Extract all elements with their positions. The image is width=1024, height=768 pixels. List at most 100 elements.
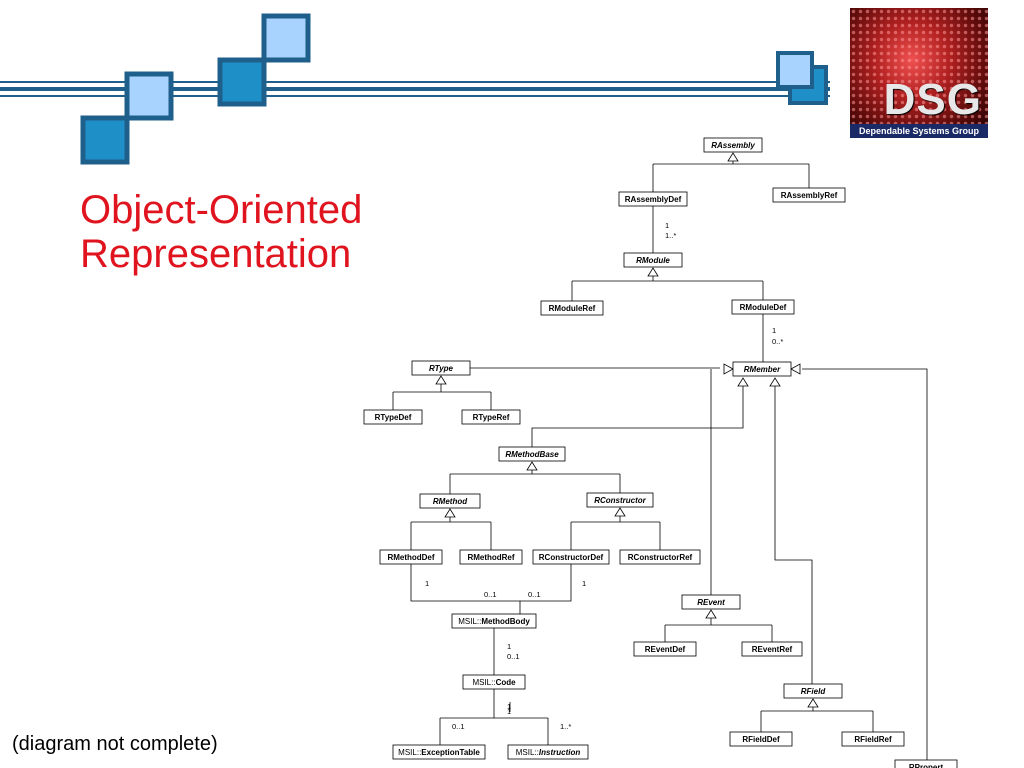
class-box bbox=[841, 731, 905, 747]
class-name: RField bbox=[801, 687, 827, 696]
class-name: ExceptionTable bbox=[421, 748, 480, 757]
class-box bbox=[681, 594, 741, 610]
class-name: RFieldDef bbox=[742, 735, 780, 744]
class-box bbox=[772, 187, 846, 203]
class-rconstructordef: RConstructorDef bbox=[532, 549, 610, 565]
class-label: RTypeDef bbox=[375, 413, 412, 422]
class-reventref: REventRef bbox=[741, 641, 803, 657]
class-box bbox=[392, 744, 486, 760]
dsg-logo: DSG Dependable Systems Group bbox=[850, 8, 988, 138]
class-name: RType bbox=[429, 364, 454, 373]
edge-line bbox=[531, 385, 744, 447]
class-rmethod: RMethod bbox=[419, 493, 481, 509]
multiplicity-mod_b: 0..* bbox=[772, 337, 783, 346]
class-revent: REvent bbox=[681, 594, 741, 610]
class-name: REventDef bbox=[645, 645, 686, 654]
class-rassembly: RAssembly bbox=[703, 137, 763, 153]
class-box bbox=[783, 683, 843, 699]
class-label: RConstructorDef bbox=[539, 553, 604, 562]
deco-square bbox=[217, 57, 267, 107]
class-label: RAssemblyRef bbox=[781, 191, 838, 200]
class-name: RMember bbox=[744, 365, 781, 374]
class-rproperty: RPropert bbox=[894, 759, 958, 768]
class-code: MSIL::Code bbox=[462, 674, 526, 690]
class-label: RPropert bbox=[909, 763, 944, 768]
class-rconstructorref: RConstructorRef bbox=[619, 549, 701, 565]
class-label: MSIL::Instruction bbox=[516, 748, 581, 757]
class-label: RMethod bbox=[433, 497, 468, 506]
class-box bbox=[379, 549, 443, 565]
class-label: RConstructor bbox=[594, 496, 646, 505]
logo-text: DSG bbox=[883, 75, 982, 124]
class-rtypedef: RTypeDef bbox=[363, 409, 423, 425]
logo-subtitle: Dependable Systems Group bbox=[850, 124, 988, 138]
class-name: RConstructor bbox=[594, 496, 646, 505]
class-rtyperef: RTypeRef bbox=[461, 409, 521, 425]
class-rassemblyref: RAssemblyRef bbox=[772, 187, 846, 203]
multiplicity-code_a: 1 bbox=[507, 702, 511, 711]
multiplicity-ins: 1..* bbox=[560, 722, 571, 731]
class-box bbox=[498, 446, 566, 462]
class-label: RConstructorRef bbox=[628, 553, 693, 562]
class-box bbox=[894, 759, 958, 768]
deco-square bbox=[776, 51, 814, 89]
generalization-arrow bbox=[705, 609, 717, 619]
slide-title: Object-Oriented Representation bbox=[80, 188, 362, 276]
class-name: RConstructorRef bbox=[628, 553, 693, 562]
slide-title-line-1: Object-Oriented bbox=[80, 188, 363, 232]
class-label: RFieldRef bbox=[854, 735, 892, 744]
class-rmethodbase: RMethodBase bbox=[498, 446, 566, 462]
class-box bbox=[703, 137, 763, 153]
decorative-header-graphic bbox=[0, 13, 830, 165]
class-rmoduleref: RModuleRef bbox=[540, 300, 604, 316]
generalization-arrow bbox=[727, 152, 739, 162]
class-label: RField bbox=[801, 687, 827, 696]
class-label: MSIL::Code bbox=[472, 678, 516, 687]
deco-square bbox=[80, 115, 130, 165]
class-rfielddef: RFieldDef bbox=[729, 731, 793, 747]
class-methodbody: MSIL::MethodBody bbox=[451, 613, 537, 629]
multiplicity-mb_b: 0..1 bbox=[507, 652, 520, 661]
class-name: RModuleRef bbox=[549, 304, 596, 313]
class-namespace: MSIL:: bbox=[458, 617, 481, 626]
class-box bbox=[619, 549, 701, 565]
class-label: RMethodBase bbox=[505, 450, 559, 459]
diagram-edges bbox=[392, 152, 928, 760]
class-label: RModule bbox=[636, 256, 670, 265]
edge-line bbox=[520, 564, 572, 602]
class-box bbox=[461, 409, 521, 425]
class-name: RModule bbox=[636, 256, 670, 265]
generalization-arrow bbox=[769, 377, 781, 387]
multiplicity-asm_a: 1 bbox=[665, 221, 669, 230]
class-label: MSIL::MethodBody bbox=[458, 617, 530, 626]
class-exceptiontable: MSIL::ExceptionTable bbox=[392, 744, 486, 760]
generalization-arrow bbox=[737, 377, 749, 387]
class-box bbox=[732, 361, 792, 377]
class-rconstructor: RConstructor bbox=[586, 492, 654, 508]
multiplicity-asm_b: 1..* bbox=[665, 231, 676, 240]
class-rmodule: RModule bbox=[623, 252, 683, 268]
class-label: RType bbox=[429, 364, 454, 373]
class-name: RAssemblyDef bbox=[625, 195, 682, 204]
multiplicity-md_a: 1 bbox=[425, 579, 429, 588]
class-label: REventDef bbox=[645, 645, 686, 654]
multiplicity-mb_a: 1 bbox=[507, 642, 511, 651]
generalization-arrow bbox=[614, 507, 626, 517]
deco-square bbox=[124, 71, 174, 121]
class-rmethoddef: RMethodDef bbox=[379, 549, 443, 565]
class-namespace: MSIL:: bbox=[472, 678, 495, 687]
generalization-arrow bbox=[790, 363, 801, 375]
class-name: Instruction bbox=[539, 748, 580, 757]
class-label: RMethodDef bbox=[387, 553, 434, 562]
generalization-arrow bbox=[444, 508, 456, 518]
class-rmoduledef: RModuleDef bbox=[731, 299, 795, 315]
class-label: RAssemblyDef bbox=[625, 195, 682, 204]
class-box bbox=[451, 613, 537, 629]
class-name: REventRef bbox=[752, 645, 793, 654]
class-label: MSIL::ExceptionTable bbox=[398, 748, 480, 757]
class-box bbox=[618, 191, 688, 207]
multiplicity-cd_a: 0..1 bbox=[528, 590, 541, 599]
class-instruction: MSIL::Instruction bbox=[507, 744, 589, 760]
